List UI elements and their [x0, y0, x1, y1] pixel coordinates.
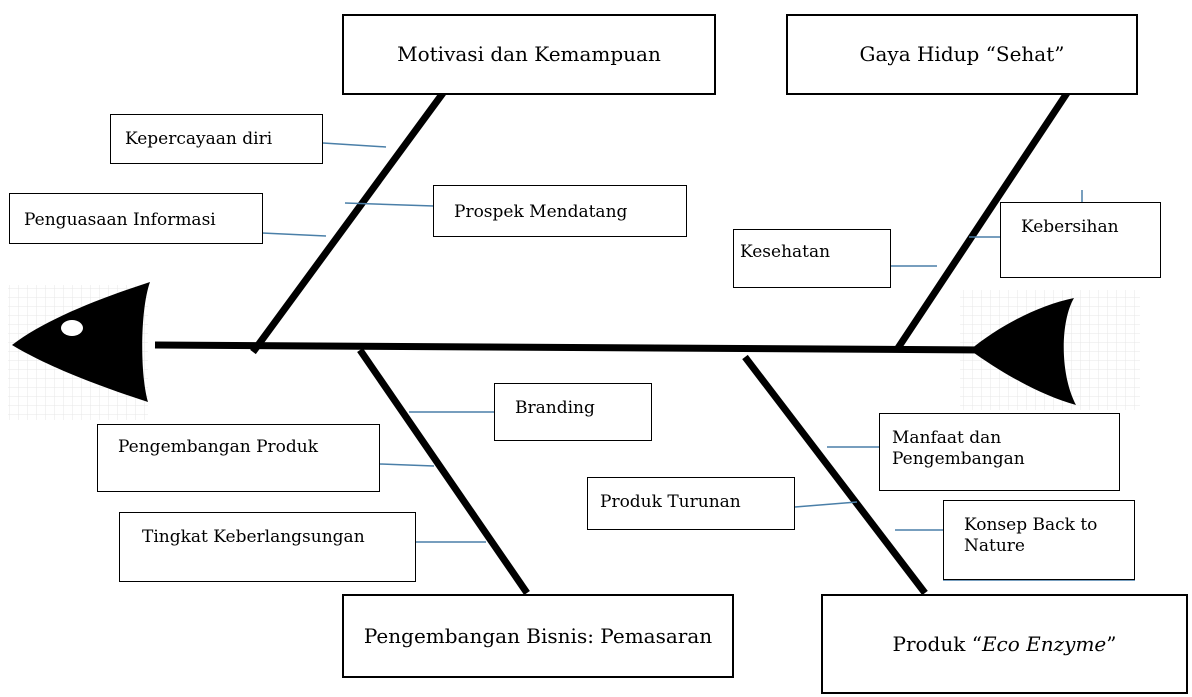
- cause-label: Kesehatan: [740, 242, 831, 262]
- cause-label: Produk Turunan: [600, 492, 741, 512]
- cause-label: Konsep Back to Nature: [964, 515, 1098, 557]
- cause-label: Branding: [515, 398, 595, 418]
- cause-label: Tingkat Keberlangsungan: [142, 527, 365, 547]
- cause-label: Pengembangan Produk: [118, 437, 319, 457]
- cause-box-kebersihan: Kebersihan: [1000, 202, 1161, 278]
- category-box-motivasi: Motivasi dan Kemampuan: [342, 14, 716, 95]
- category-box-bisnis: Pengembangan Bisnis: Pemasaran: [342, 594, 734, 678]
- cause-label: Kebersihan: [1021, 217, 1119, 237]
- bone-bottom-right: [742, 354, 928, 596]
- category-label-produk: Produk “Eco Enzyme”: [892, 631, 1117, 656]
- category-label-gaya-hidup: Gaya Hidup “Sehat”: [859, 42, 1065, 66]
- category-box-produk: Produk “Eco Enzyme”: [821, 594, 1188, 694]
- cause-box-penguasaan-informasi: Penguasaan Informasi: [9, 193, 263, 244]
- cause-box-kesehatan: Kesehatan: [733, 229, 891, 288]
- category-label-motivasi: Motivasi dan Kemampuan: [397, 42, 661, 66]
- fish-head-icon: [970, 298, 1076, 405]
- bone-bottom-left: [357, 348, 530, 595]
- bone-top-right: [895, 91, 1070, 350]
- bone-top-left: [250, 90, 446, 355]
- cause-label: Prospek Mendatang: [454, 202, 628, 222]
- cause-box-tingkat-keberlangsungan: Tingkat Keberlangsungan: [119, 512, 416, 582]
- cause-label: Kepercayaan diri: [125, 129, 273, 149]
- cause-box-konsep-back-to-nature: Konsep Back to Nature: [943, 500, 1135, 580]
- category-label-bisnis: Pengembangan Bisnis: Pemasaran: [363, 623, 713, 648]
- cause-box-produk-turunan: Produk Turunan: [587, 477, 795, 530]
- cause-box-branding: Branding: [494, 383, 652, 441]
- cause-box-prospek-mendatang: Prospek Mendatang: [433, 185, 687, 237]
- fish-tail-icon: [12, 282, 150, 402]
- fish-eye-icon: [61, 320, 83, 336]
- cause-box-manfaat-pengembangan: Manfaat dan Pengembangan: [879, 413, 1120, 491]
- connector-lines: [261, 142, 1135, 581]
- cause-box-pengembangan-produk: Pengembangan Produk: [97, 424, 380, 492]
- category-box-gaya-hidup: Gaya Hidup “Sehat”: [786, 14, 1138, 95]
- cause-box-kepercayaan-diri: Kepercayaan diri: [110, 114, 323, 164]
- cause-label: Manfaat dan Pengembangan: [892, 428, 1025, 470]
- cause-label: Penguasaan Informasi: [24, 210, 216, 230]
- main-spine: [154, 341, 986, 354]
